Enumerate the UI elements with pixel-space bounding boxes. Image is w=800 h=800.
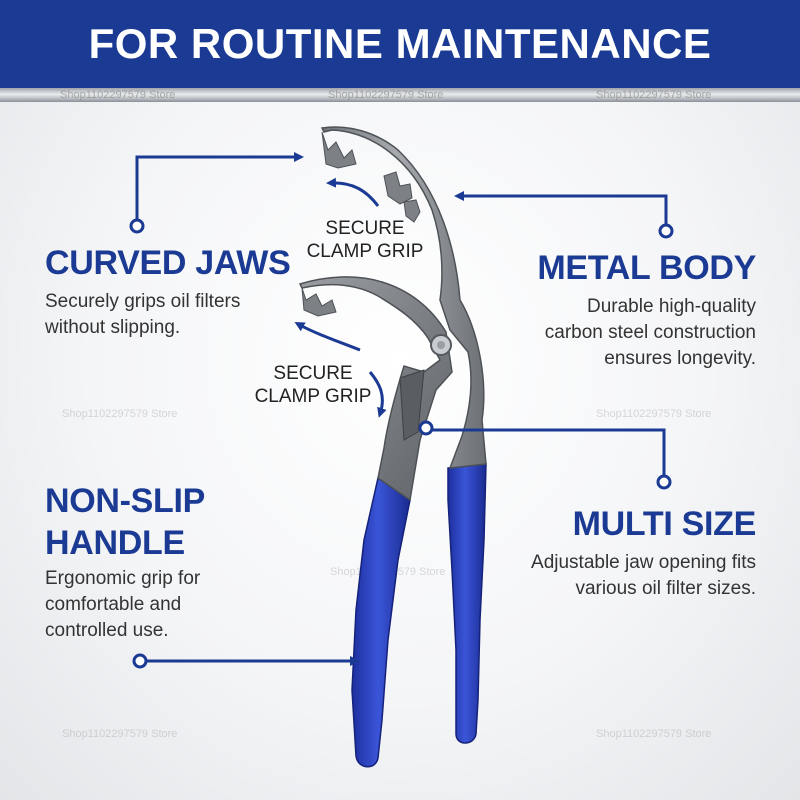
curved-jaws-description: Securely grips oil filters without slipp…: [45, 289, 240, 341]
description-line: Durable high-quality: [587, 296, 756, 317]
left-handle-grip: [351, 476, 411, 768]
header-banner: FOR ROUTINE MAINTENANCE: [0, 0, 800, 88]
multi-size-heading: MULTI SIZE: [572, 505, 757, 543]
description-line: various oil filter sizes.: [575, 578, 756, 599]
description-line: carbon steel construction: [544, 322, 756, 343]
description-line: Ergonomic grip for: [45, 568, 201, 589]
description-line: controlled use.: [45, 620, 169, 641]
grip-arrow-lower-left: [294, 322, 361, 352]
callout-metal-body: [454, 191, 674, 239]
grip-label-line: SECURE: [273, 363, 353, 384]
description-line: without slipping.: [45, 317, 181, 338]
callout-curved-jaws: [129, 152, 304, 234]
watermark: Shop1102297579 Store: [596, 408, 712, 420]
description-line: Securely grips oil filters: [45, 291, 241, 312]
lower-jaw: [298, 276, 453, 502]
callout-multi-size: [418, 420, 672, 490]
grip-label-line: CLAMP GRIP: [254, 386, 372, 407]
non-slip-handle-heading: NON-SLIP HANDLE: [45, 480, 205, 564]
heading-line: NON-SLIP: [45, 482, 206, 520]
watermark: Shop1102297579 Store: [62, 408, 178, 420]
description-line: Adjustable jaw opening fits: [531, 552, 756, 573]
banner-title: FOR ROUTINE MAINTENANCE: [88, 20, 712, 67]
description-line: ensures longevity.: [604, 348, 756, 369]
callout-non-slip-handle: [132, 653, 360, 669]
metal-body-heading: METAL BODY: [537, 249, 756, 287]
slip-joint-slot: [399, 369, 425, 441]
right-handle-grip: [447, 463, 487, 744]
watermark: Shop1102297579 Store: [62, 728, 178, 740]
watermark: Shop1102297579 Store: [328, 89, 444, 101]
description-line: comfortable and: [45, 594, 182, 615]
grip-label-line: CLAMP GRIP: [306, 241, 424, 262]
upper-jaw: [320, 126, 487, 469]
watermark: Shop1102297579 Store: [60, 89, 176, 101]
pivot-rivet: [430, 334, 452, 356]
grip-label-upper: SECURE CLAMP GRIP: [300, 217, 430, 263]
grip-arrow-lower-right: [368, 371, 387, 418]
heading-line: HANDLE: [45, 524, 185, 562]
watermark: Shop1102297579 Store: [596, 728, 712, 740]
steel-divider-bar: [0, 88, 800, 102]
curved-jaws-heading: CURVED JAWS: [45, 244, 291, 282]
grip-label-line: SECURE: [325, 218, 405, 239]
watermark: Shop1102297579 Store: [596, 89, 712, 101]
non-slip-handle-description: Ergonomic grip for comfortable and contr…: [45, 566, 200, 644]
multi-size-description: Adjustable jaw opening fits various oil …: [531, 550, 756, 602]
grip-arrow-upper: [326, 177, 380, 207]
grip-label-lower: SECURE CLAMP GRIP: [248, 362, 378, 408]
metal-body-description: Durable high-quality carbon steel constr…: [545, 294, 756, 372]
